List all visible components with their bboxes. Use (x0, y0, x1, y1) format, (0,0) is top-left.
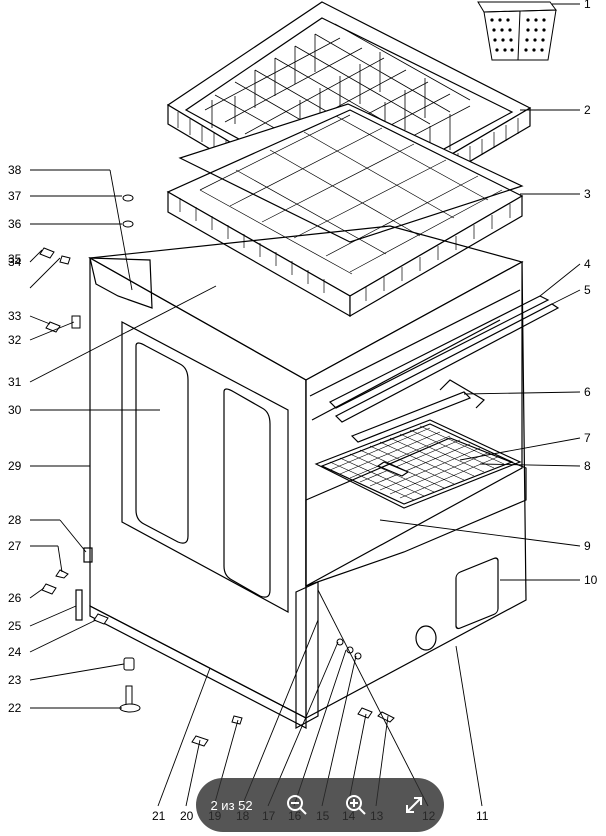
callout-21: 21 (152, 809, 166, 823)
callout-2: 2 (584, 103, 591, 117)
callout-26: 26 (8, 591, 22, 605)
callout-30: 30 (8, 403, 22, 417)
viewer-toolbar: 2 из 52 (196, 778, 444, 832)
fastener-parts (39, 194, 395, 747)
callout-35-text: 35 (8, 252, 22, 266)
callout-24: 24 (8, 645, 22, 659)
callout-38: 38 (8, 163, 22, 177)
callout-35-label: 35 (8, 252, 21, 266)
callout-28: 28 (8, 513, 22, 527)
callout-25: 25 (8, 619, 22, 633)
callout-11: 11 (476, 809, 489, 823)
callout-20: 20 (180, 809, 194, 823)
leader-lines (29, 3, 581, 807)
callout-9: 9 (584, 539, 591, 553)
callout-10: 10 (584, 573, 598, 587)
callout-31: 31 (8, 375, 22, 389)
callout-23: 23 (8, 673, 22, 687)
callout-36: 36 (8, 217, 22, 231)
cutlery-basket (477, 1, 557, 61)
callout-29: 29 (8, 459, 22, 473)
page-indicator: 2 из 52 (210, 797, 253, 813)
callout-22: 22 (8, 701, 22, 715)
callout-34: 34 (8, 255, 22, 269)
fullscreen-button[interactable] (399, 790, 429, 820)
callout-37: 37 (8, 189, 22, 203)
callout-1: 1 (584, 0, 591, 11)
zoom-out-icon (286, 795, 307, 815)
callout-8: 8 (584, 459, 591, 473)
callout-3: 3 (584, 187, 591, 201)
machine-body (75, 225, 560, 730)
zoom-out-button[interactable] (282, 790, 312, 820)
zoom-in-icon (345, 795, 366, 815)
callout-32: 32 (8, 333, 22, 347)
expand-icon (406, 797, 423, 813)
callout-5: 5 (584, 283, 591, 297)
callout-7: 7 (584, 431, 591, 445)
zoom-in-button[interactable] (341, 790, 371, 820)
callout-4: 4 (584, 257, 591, 271)
callout-27: 27 (8, 539, 22, 553)
lower-dish-rack (166, 103, 524, 318)
callout-33: 33 (8, 309, 22, 323)
callout-6: 6 (584, 385, 591, 399)
